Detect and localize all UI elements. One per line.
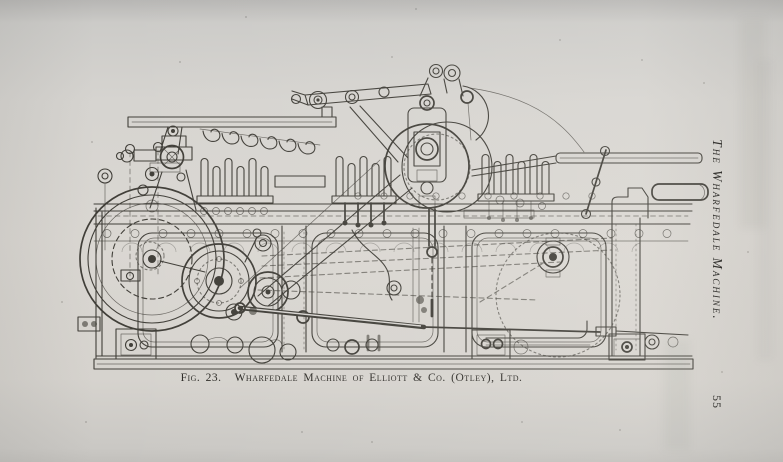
impression-cylinder xyxy=(239,63,585,323)
running-head: The Wharfedale Machine. xyxy=(710,139,725,321)
gear-train xyxy=(159,228,689,337)
flywheel xyxy=(77,141,272,332)
running-head-wrap: The Wharfedale Machine. xyxy=(706,115,726,345)
left-mechanism xyxy=(115,125,197,211)
machine-frame xyxy=(93,187,694,370)
delivery-side xyxy=(471,145,709,358)
figure-title: Wharfedale Machine of Elliott & Co. (Otl… xyxy=(234,372,523,384)
page-number: 55 xyxy=(710,395,724,409)
page-number-wrap: 55 xyxy=(710,387,726,417)
feed-board xyxy=(127,106,337,155)
figure-caption: Fig. 23. Wharfedale Machine of Elliott & … xyxy=(0,372,703,384)
figure-label: Fig. 23. xyxy=(180,372,222,384)
paper-specks xyxy=(61,8,749,443)
lower-linkage xyxy=(190,334,679,364)
